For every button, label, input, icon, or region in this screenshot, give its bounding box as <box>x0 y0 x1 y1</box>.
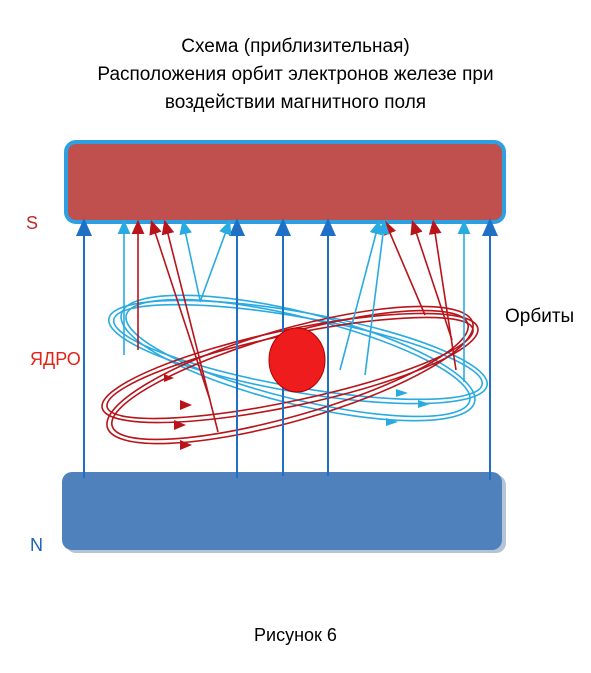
orbit-direction-arrows <box>164 374 430 450</box>
south-pole-label: S <box>26 213 39 233</box>
diagram-title-line-1: Схема (приблизительная) <box>181 36 410 57</box>
diagram-title-line-3: воздействии магнитного поля <box>164 92 427 113</box>
cyan-drift-lines <box>117 219 471 382</box>
diagram-title-line-2: Расположения орбит электронов железе при <box>97 64 494 85</box>
orbits-label: Орбиты <box>505 306 575 327</box>
magnetic-field-lines <box>76 218 498 480</box>
north-pole-magnet <box>62 472 506 553</box>
figure-caption: Рисунок 6 <box>254 625 337 645</box>
south-pole-magnet <box>64 140 506 224</box>
north-pole-label: N <box>30 535 43 555</box>
red-drift-lines <box>131 219 457 433</box>
nucleus <box>268 327 326 393</box>
core-label: ЯДРО <box>30 349 81 369</box>
